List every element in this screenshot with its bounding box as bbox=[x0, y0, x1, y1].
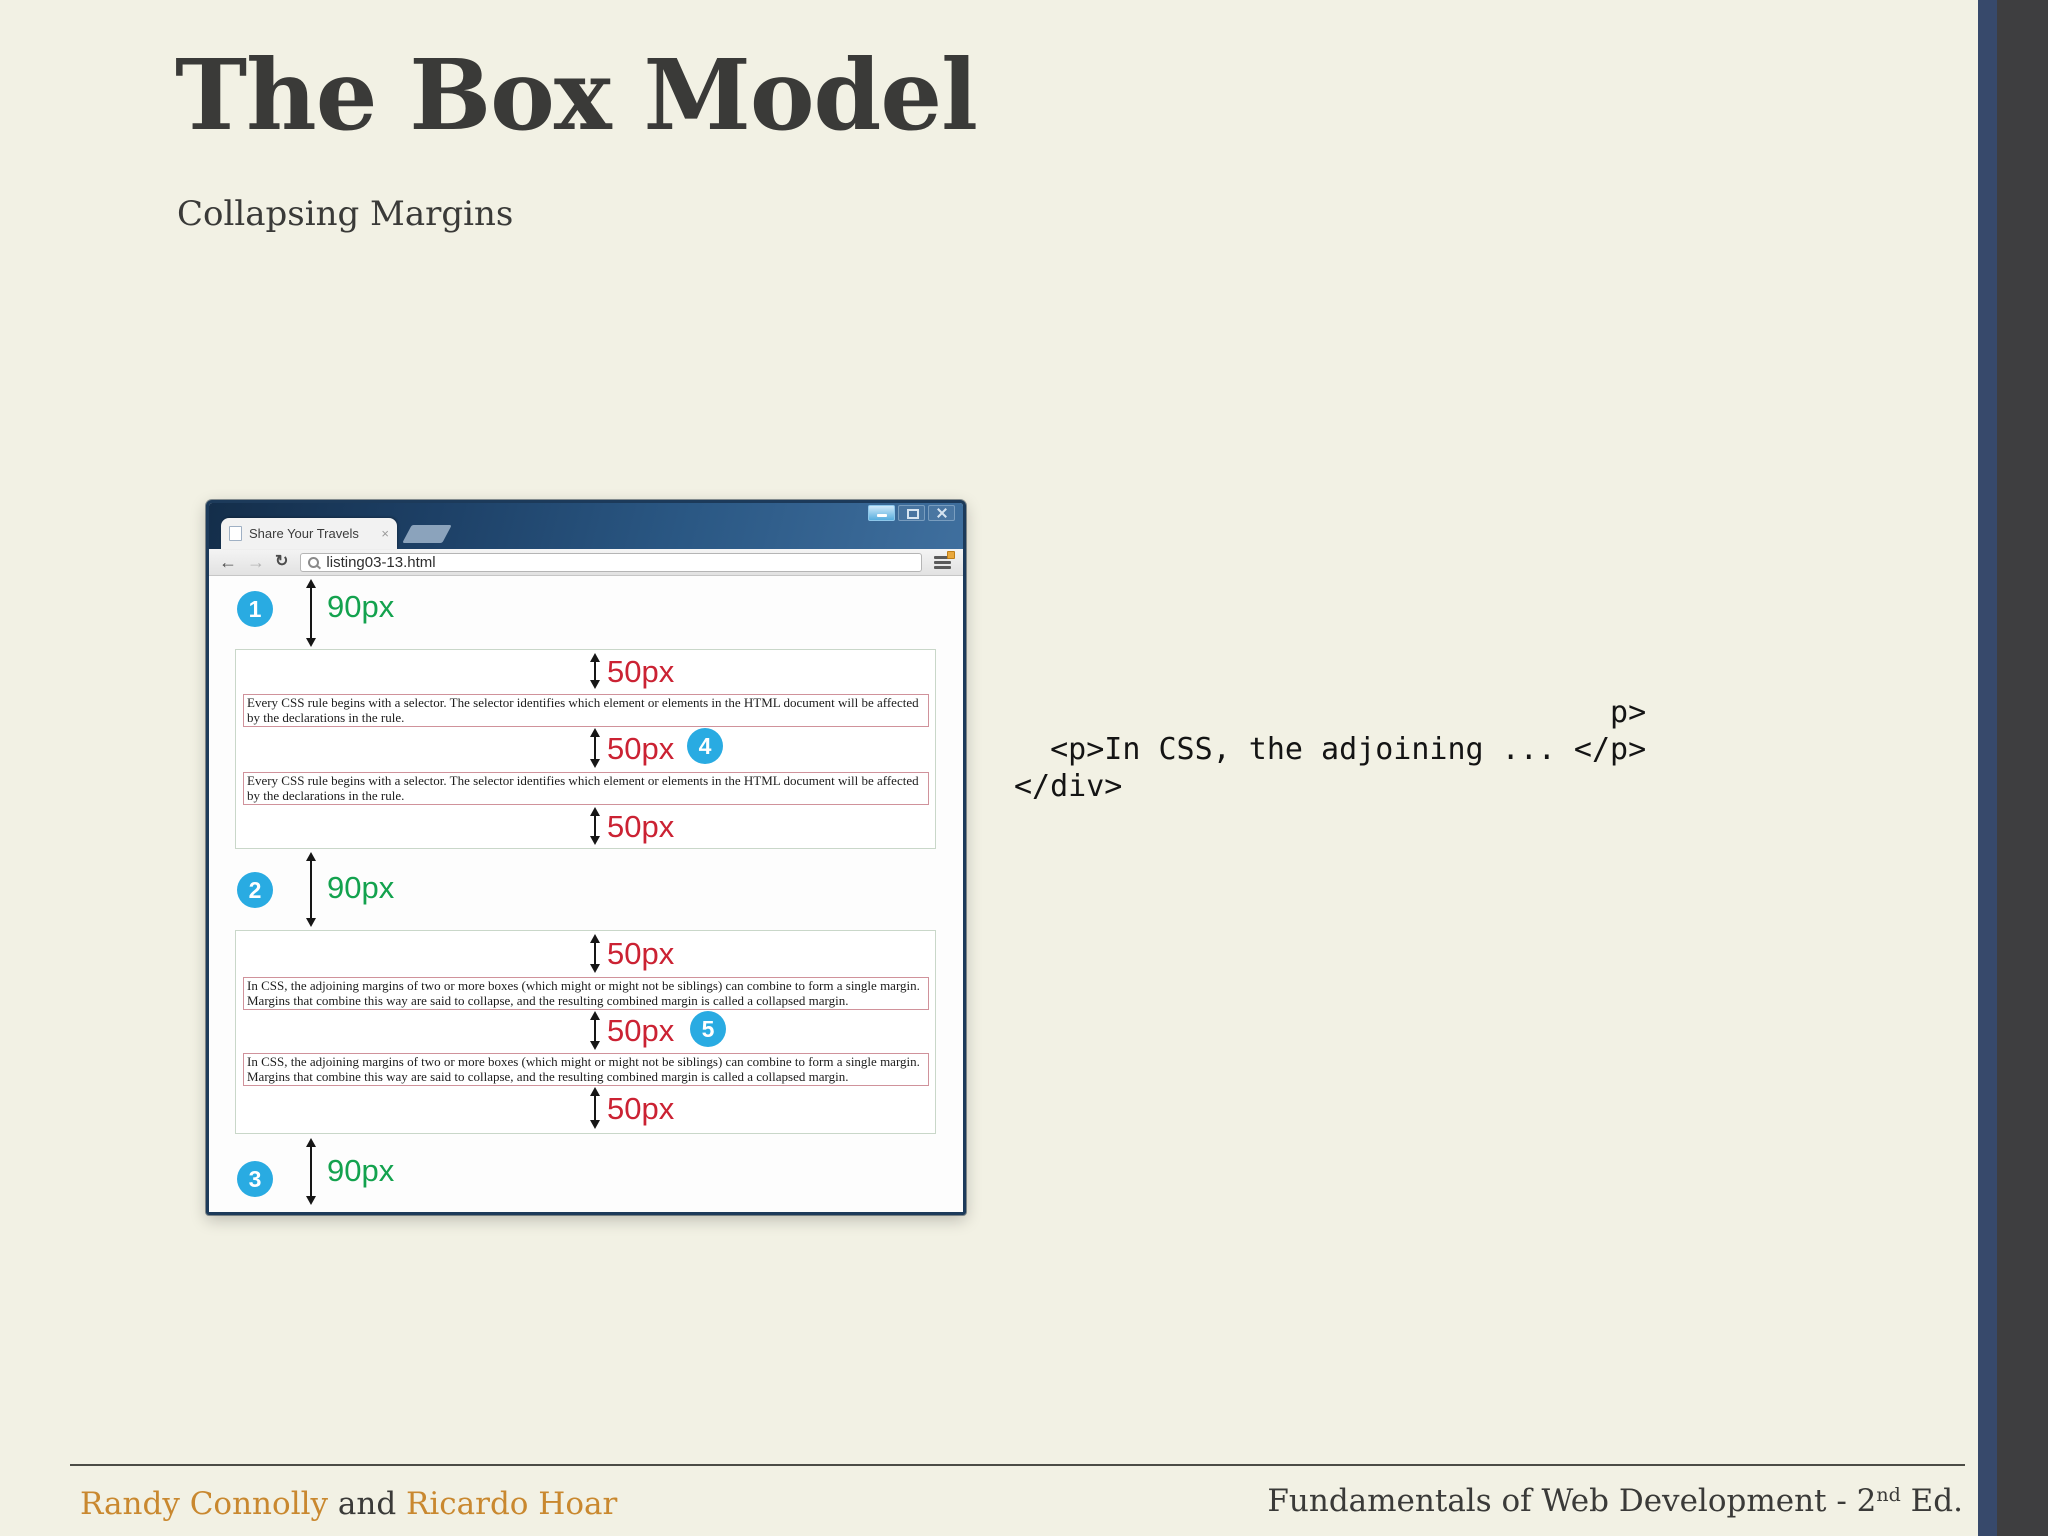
margin-label-90px: 90px bbox=[327, 589, 395, 624]
margin-label-50px: 50px bbox=[607, 936, 675, 971]
margin-label-50px: 50px bbox=[607, 654, 675, 689]
paragraph-box: Every CSS rule begins with a selector. T… bbox=[243, 772, 929, 805]
margin-arrow-90 bbox=[306, 1138, 316, 1205]
margin-label-50px: 50px bbox=[607, 1091, 675, 1126]
browser-titlebar: Share Your Travels × bbox=[209, 503, 963, 549]
reload-icon[interactable]: ↻ bbox=[275, 553, 289, 570]
paragraph-box: In CSS, the adjoining margins of two or … bbox=[243, 1053, 929, 1086]
margin-arrow-50 bbox=[590, 653, 600, 689]
edition-superscript: nd bbox=[1876, 1484, 1901, 1506]
page-viewport: Every CSS rule begins with a selector. T… bbox=[209, 576, 963, 1212]
update-badge bbox=[947, 550, 955, 559]
page-title: The Box Model bbox=[175, 38, 978, 152]
margin-label-50px: 50px bbox=[607, 809, 675, 844]
callout-badge-3: 3 bbox=[237, 1161, 273, 1197]
page-subtitle: Collapsing Margins bbox=[177, 194, 514, 234]
tab-close-icon[interactable]: × bbox=[381, 526, 389, 541]
margin-arrow-50 bbox=[590, 934, 600, 973]
callout-badge-1: 1 bbox=[237, 591, 273, 627]
margin-arrow-90 bbox=[306, 579, 316, 647]
footer-conjunction: and bbox=[328, 1486, 407, 1522]
footer-book-title: Fundamentals of Web Development - 2nd Ed… bbox=[1267, 1483, 1963, 1519]
footer-divider bbox=[70, 1464, 1965, 1466]
browser-toolbar: ← → ↻ listing03-13.html bbox=[209, 549, 963, 576]
paragraph-box: In CSS, the adjoining margins of two or … bbox=[243, 977, 929, 1010]
edge-strip-dark bbox=[1997, 0, 2048, 1536]
margin-arrow-50 bbox=[590, 1087, 600, 1129]
margin-arrow-50 bbox=[590, 1011, 600, 1050]
close-icon[interactable] bbox=[928, 505, 955, 521]
new-tab-button[interactable] bbox=[402, 525, 452, 543]
author-name: Ricardo Hoar bbox=[406, 1486, 618, 1522]
tab-title: Share Your Travels bbox=[249, 526, 359, 541]
margin-arrow-90 bbox=[306, 852, 316, 927]
callout-badge-2: 2 bbox=[237, 872, 273, 908]
minimize-icon[interactable] bbox=[868, 505, 895, 521]
back-icon[interactable]: ← bbox=[219, 552, 237, 572]
margin-label-90px: 90px bbox=[327, 870, 395, 905]
code-line: </div> bbox=[1014, 769, 1123, 804]
code-line: p> bbox=[1014, 695, 1647, 730]
edge-strip-blue bbox=[1978, 0, 1997, 1536]
margin-label-90px: 90px bbox=[327, 1153, 395, 1188]
code-snippet: p> <p>In CSS, the adjoining ... </p> </d… bbox=[1014, 694, 1646, 805]
browser-window-figure: Share Your Travels × ← → ↻ listing03-13.… bbox=[206, 500, 966, 1215]
search-icon bbox=[308, 556, 320, 568]
paragraph-box: Every CSS rule begins with a selector. T… bbox=[243, 694, 929, 727]
div-box-1 bbox=[235, 649, 936, 849]
browser-tab[interactable]: Share Your Travels × bbox=[221, 518, 397, 549]
footer-authors: Randy Connolly and Ricardo Hoar bbox=[80, 1486, 617, 1522]
author-name: Randy Connolly bbox=[80, 1486, 329, 1522]
maximize-icon[interactable] bbox=[898, 505, 925, 521]
code-line: <p>In CSS, the adjoining ... </p> bbox=[1014, 732, 1647, 767]
margin-label-50px: 50px bbox=[607, 1013, 675, 1048]
div-box-2 bbox=[235, 930, 936, 1134]
margin-arrow-50 bbox=[590, 728, 600, 768]
callout-badge-5: 5 bbox=[690, 1011, 726, 1047]
margin-label-50px: 50px bbox=[607, 731, 675, 766]
callout-badge-4: 4 bbox=[687, 728, 723, 764]
window-controls bbox=[868, 505, 955, 521]
margin-arrow-50 bbox=[590, 807, 600, 845]
menu-icon[interactable] bbox=[934, 550, 955, 569]
url-text: listing03-13.html bbox=[326, 553, 436, 571]
page-favicon-icon bbox=[229, 526, 242, 541]
address-bar[interactable]: listing03-13.html bbox=[300, 552, 922, 572]
forward-icon[interactable]: → bbox=[247, 552, 265, 572]
